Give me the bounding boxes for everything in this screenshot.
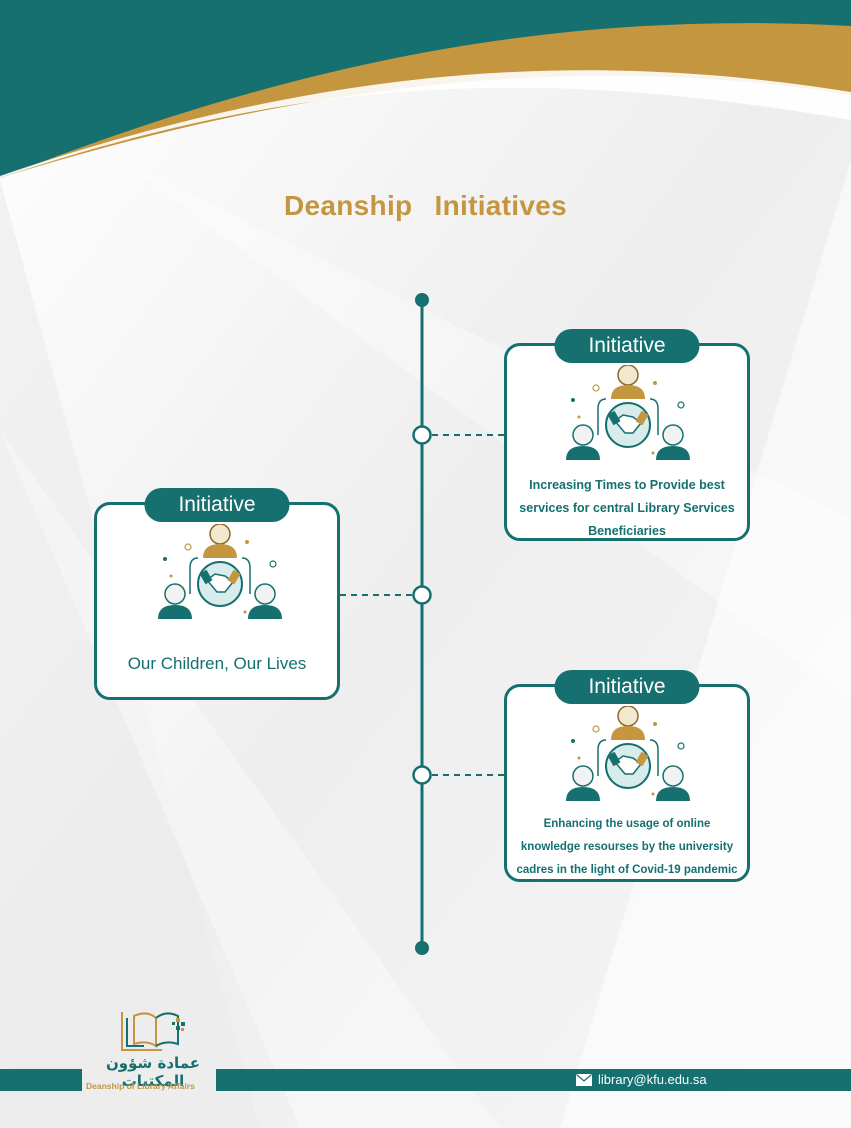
initiative-card-3: Initiative Enhancing the usage of online… <box>504 670 750 882</box>
timeline-node-2 <box>412 585 432 605</box>
partnership-handshake-icon <box>158 524 282 619</box>
email-address[interactable]: library@kfu.edu.sa <box>598 1072 707 1087</box>
logo-english-name: Deanship of Library Affairs <box>86 1081 195 1091</box>
initiative-card-1: Initiative Increasing Times to Provide b… <box>504 329 750 541</box>
initiative-tag: Initiative <box>554 329 700 363</box>
initiative-text: Increasing Times to Provide best service… <box>519 478 735 538</box>
library-logo-icon <box>121 1012 185 1051</box>
footer-bar-left <box>0 1069 82 1091</box>
footer-bar-right <box>216 1069 851 1091</box>
logo-arabic-name: عمادة شؤون المكتبات <box>106 1054 200 1090</box>
envelope-icon <box>576 1074 592 1086</box>
initiative-tag: Initiative <box>554 670 700 704</box>
partnership-handshake-icon <box>566 365 690 460</box>
partnership-handshake-icon <box>566 706 690 801</box>
timeline-node-3 <box>412 765 432 785</box>
initiative-text: Enhancing the usage of online knowledge … <box>516 818 738 876</box>
initiative-tag: Initiative <box>144 488 290 522</box>
initiative-card-2: Initiative Our Children, Our Lives <box>94 488 340 700</box>
timeline-end-dot <box>415 941 429 955</box>
initiative-text: Our Children, Our Lives <box>127 654 307 673</box>
timeline-start-dot <box>415 293 429 307</box>
footer-email[interactable]: library@kfu.edu.sa <box>576 1069 707 1091</box>
page-title: Deanship Initiatives <box>284 190 567 221</box>
timeline-node-1 <box>412 425 432 445</box>
